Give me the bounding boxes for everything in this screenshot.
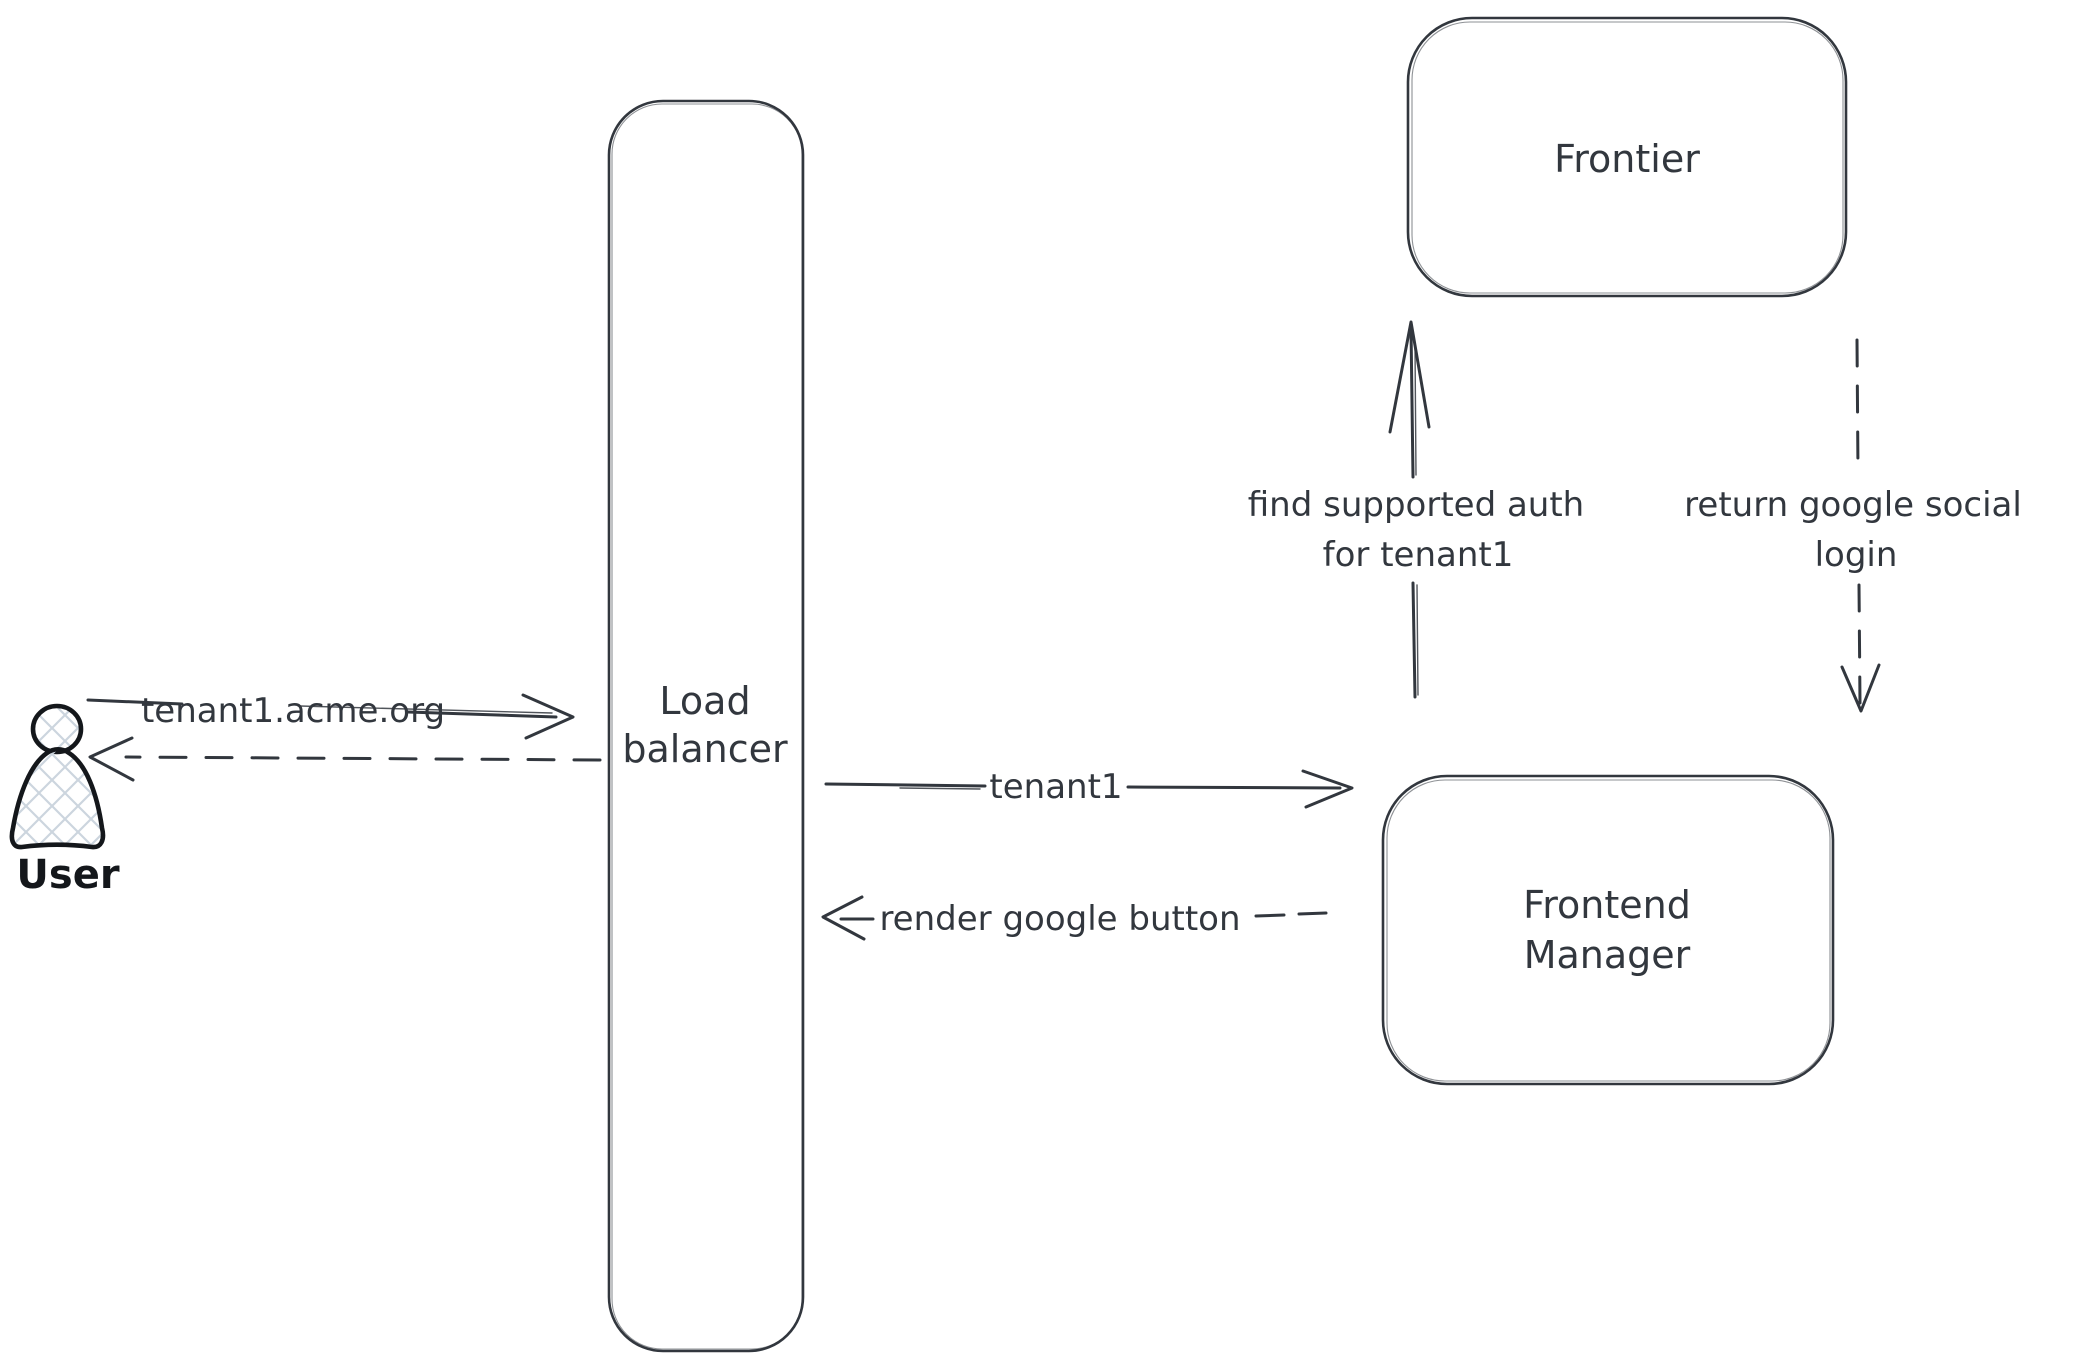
frontier-box [1406, 16, 1848, 298]
frontier-label: Frontier [1554, 137, 1700, 181]
arrowhead-left-icon [88, 736, 135, 782]
arrow-shaft [1855, 338, 1860, 474]
arrow-shaft-echo [1416, 584, 1419, 696]
arrow-shaft [86, 698, 184, 706]
arrow-frontend-manager-to-frontier: find supported auth for tenant1 [1248, 320, 1584, 699]
arrow-label-tenant1-acme-org: tenant1.acme.org [141, 691, 445, 731]
arrow-shaft [824, 782, 987, 788]
arrow-user-to-load-balancer: tenant1.acme.org [86, 691, 575, 740]
arrowhead-left-icon [821, 895, 866, 941]
arrow-frontier-to-frontend-manager: return google social login [1684, 338, 2022, 713]
arrow-shaft [1409, 326, 1415, 479]
load-balancer-label-line2: balancer [622, 727, 788, 771]
arrow-shaft [1126, 785, 1342, 790]
arrow-shaft-echo [899, 787, 981, 790]
user-actor: User [9, 703, 120, 898]
arrow-load-balancer-to-frontend-manager: tenant1 [824, 767, 1354, 809]
user-icon-body [9, 746, 106, 850]
arrow-label-return-google-social-line1: return google social [1684, 485, 2022, 525]
frontend-manager-box-echo [1386, 779, 1831, 1082]
load-balancer-box [607, 99, 805, 1353]
arrow-shaft [1411, 581, 1417, 699]
arrowhead-up-icon [1388, 320, 1431, 434]
arrow-shaft [124, 755, 602, 762]
arrow-label-find-supported-auth-line1: find supported auth [1248, 485, 1584, 525]
arrow-label-render-google-button: render google button [879, 899, 1240, 939]
arrow-shaft [1857, 583, 1862, 705]
arrow-label-tenant1: tenant1 [989, 767, 1122, 807]
load-balancer-label-line1: Load [659, 679, 750, 723]
frontend-manager-node: Frontend Manager [1381, 774, 1835, 1086]
frontier-node: Frontier [1406, 16, 1848, 298]
user-icon-head [30, 703, 84, 755]
arrowhead-right-icon [1301, 769, 1354, 809]
arrow-frontend-manager-to-load-balancer: render google button [821, 895, 1328, 941]
arrowhead-right-icon [521, 693, 575, 740]
arrow-dash [1297, 911, 1328, 916]
arrow-shaft [406, 710, 558, 719]
arrowhead-down-icon [1840, 663, 1881, 713]
arrow-shaft-echo [299, 705, 553, 714]
arrow-shaft-echo [1414, 344, 1417, 476]
frontend-manager-label-line1: Frontend [1523, 883, 1691, 927]
arrow-dash [1254, 913, 1286, 918]
frontier-box-echo [1411, 21, 1844, 294]
arrow-load-balancer-to-user [88, 736, 602, 782]
frontend-manager-label-line2: Manager [1524, 933, 1691, 977]
arrow-label-return-google-social-line2: login [1815, 535, 1898, 575]
load-balancer-node: Load balancer [607, 99, 805, 1353]
user-label: User [16, 852, 119, 898]
load-balancer-box-echo [611, 103, 803, 1350]
frontend-manager-box [1381, 774, 1835, 1086]
arrow-label-find-supported-auth-line2: for tenant1 [1323, 535, 1514, 575]
